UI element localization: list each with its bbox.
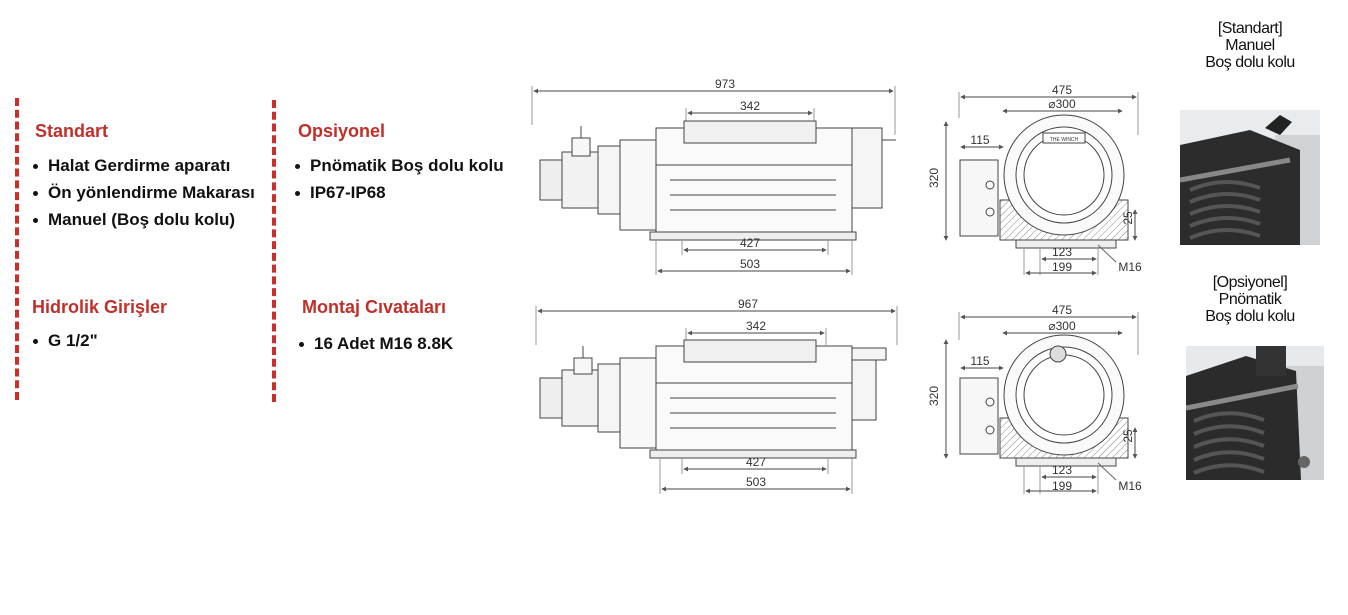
caption-line: [Opsiyonel] [1212, 274, 1288, 291]
list-item: 16 Adet M16 8.8K [296, 330, 516, 357]
dim-foot-top: 25 [1121, 211, 1135, 225]
dim-base-inner-bottom: 427 [746, 455, 766, 469]
list-item: Halat Gerdirme aparatı [30, 152, 255, 179]
caption-standart: [Standart] Manuel Boş dolu kolu [1180, 20, 1320, 71]
caption-line: [Standart] [1217, 20, 1283, 37]
list-item: Manuel (Boş dolu kolu) [30, 206, 255, 233]
dim-bolt-top: M16 [1118, 260, 1142, 274]
photo-manual-lever [1180, 110, 1320, 245]
dim-base-bottom: 199 [1052, 479, 1072, 493]
hidrolik-list: G 1/2" [30, 327, 250, 354]
list-item: Ön yönlendirme Makarası [30, 179, 255, 206]
caption-line: Manuel [1225, 37, 1275, 54]
dim-base-top: 199 [1052, 260, 1072, 274]
dim-drum-top: 342 [740, 99, 760, 113]
photo-pneumatic-lever [1186, 346, 1324, 480]
opsiyonel-title: Opsiyonel [298, 121, 386, 141]
dim-base-outer-bottom: 503 [746, 475, 766, 489]
dim-base-outer-top: 503 [740, 257, 760, 271]
dim-drum-dia-top: ⌀300 [1048, 97, 1076, 111]
dim-hole-span-top: 123 [1052, 245, 1072, 259]
end-view-top [943, 92, 1139, 276]
caption-line: Boş dolu kolu [1205, 54, 1295, 71]
divider-left [15, 98, 19, 400]
dim-end-width-top: 475 [1052, 83, 1072, 97]
dim-overall-top: 973 [715, 77, 735, 91]
dim-drum-dia-bottom: ⌀300 [1048, 319, 1076, 333]
caption-line: Pnömatik [1218, 291, 1282, 308]
dim-drum-bottom: 342 [746, 319, 766, 333]
caption-line: Boş dolu kolu [1205, 308, 1295, 325]
montaj-list: 16 Adet M16 8.8K [296, 330, 516, 357]
hidrolik-title: Hidrolik Girişler [32, 297, 168, 317]
caption-opsiyonel: [Opsiyonel] Pnömatik Boş dolu kolu [1180, 274, 1320, 325]
opsiyonel-list: Pnömatik Boş dolu kolu IP67-IP68 [292, 152, 527, 206]
dim-hole-span-bottom: 123 [1052, 463, 1072, 477]
side-view-top [531, 86, 896, 275]
drum-logo-top: THE WINCH [1050, 137, 1079, 143]
divider-middle [272, 100, 276, 402]
dim-end-width-bottom: 475 [1052, 303, 1072, 317]
end-view-bottom [943, 312, 1139, 494]
standart-title: Standart [35, 121, 109, 141]
dim-offset-bottom: 115 [970, 354, 989, 368]
dim-bolt-bottom: M16 [1118, 479, 1142, 493]
side-view-bottom [535, 306, 898, 494]
dim-offset-top: 115 [970, 133, 989, 147]
list-item: Pnömatik Boş dolu kolu [292, 152, 527, 179]
list-item: IP67-IP68 [292, 179, 527, 206]
dim-foot-bottom: 25 [1121, 429, 1135, 443]
dim-overall-bottom: 967 [738, 297, 758, 311]
dim-height-bottom: 320 [927, 386, 941, 406]
list-item: G 1/2" [30, 327, 250, 354]
dim-base-inner-top: 427 [740, 236, 760, 250]
standart-list: Halat Gerdirme aparatı Ön yönlendirme Ma… [30, 152, 255, 233]
dim-height-top: 320 [927, 168, 941, 188]
montaj-title: Montaj Cıvataları [302, 297, 447, 317]
